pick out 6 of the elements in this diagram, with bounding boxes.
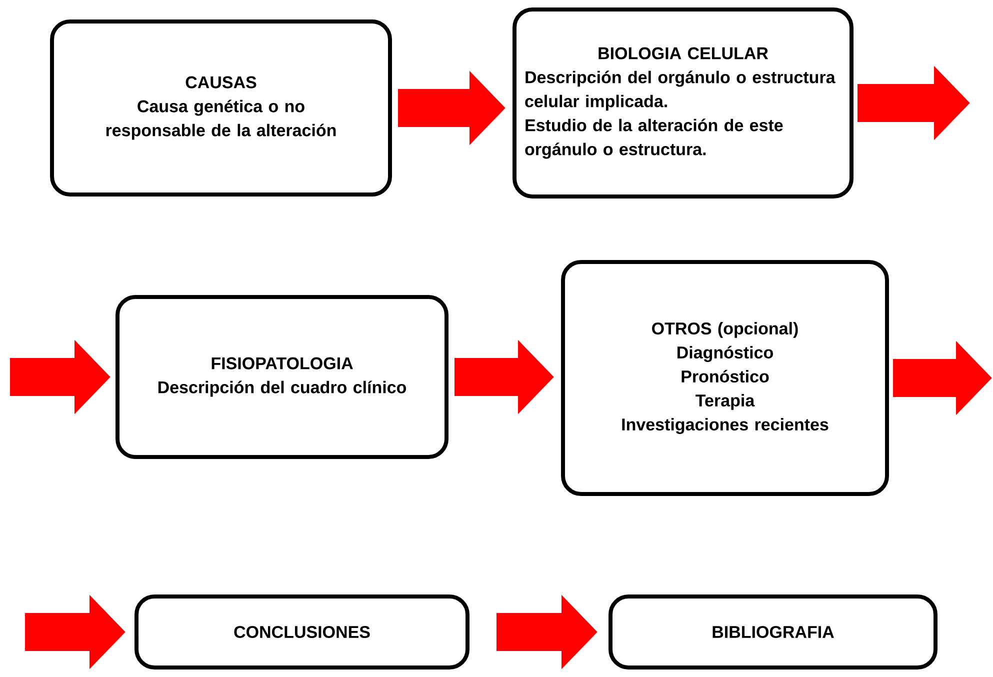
process-box: BIBLIOGRAFIA: [608, 594, 938, 670]
process-box: FISIOPATOLOGIA Descripción del cuadro clínico: [116, 295, 448, 459]
process-box: CAUSAS Causa genética o no responsable de la alteración: [50, 20, 392, 196]
process-box: CONCLUSIONES: [134, 594, 470, 670]
process-box: BIOLOGIA CELULAR Descripción del orgánulo o estructura celular implicada. Estudio de la alteración de este orgánulo o estructura.: [512, 8, 854, 198]
process-box: OTROS (opcional) Diagnóstico Pronóstico Terapia Investigaciones recientes: [561, 260, 889, 496]
